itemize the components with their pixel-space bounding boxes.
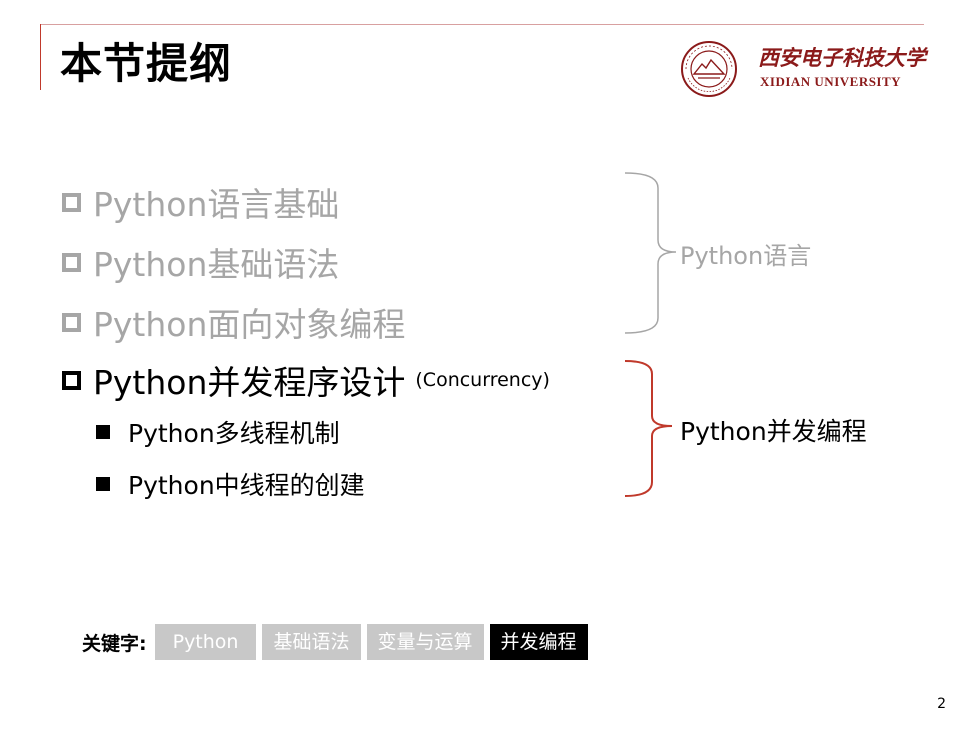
keywords-row: 关键字: Python 基础语法 变量与运算 并发编程 [82, 624, 594, 660]
group-label-concurrency: Python并发编程 [680, 417, 867, 446]
keyword-tag-basic-syntax: 基础语法 [262, 624, 361, 660]
outline-item-python-basics: Python语言基础 [62, 178, 339, 226]
keyword-tag-variables-operations: 变量与运算 [366, 624, 484, 660]
filled-square-bullet-icon [96, 477, 110, 491]
slide-title: 本节提纲 [60, 39, 233, 88]
outline-item-label: Python并发程序设计 [93, 363, 406, 402]
university-logo: 西安电子科技大学 XIDIAN UNIVERSITY [674, 30, 926, 102]
university-seal-icon [681, 41, 737, 97]
subitem-label: Python多线程机制 [128, 419, 340, 448]
outline-item-note: (Concurrency) [415, 369, 550, 391]
header-top-rule [40, 24, 924, 25]
outline-item-label: Python面向对象编程 [93, 305, 406, 344]
header-left-accent [40, 24, 41, 90]
keyword-tag-concurrency: 并发编程 [489, 624, 588, 660]
outline-item-label: Python基础语法 [93, 245, 340, 284]
page-number: 2 [937, 696, 946, 712]
university-name-cn: 西安电子科技大学 [758, 45, 926, 70]
keyword-tag-python: Python [154, 624, 257, 660]
outline-item-python-concurrency: Python并发程序设计 (Concurrency) [62, 356, 550, 404]
subitem-thread-creation: Python中线程的创建 [96, 466, 365, 502]
subitem-label: Python中线程的创建 [128, 471, 365, 500]
hollow-square-bullet-icon [62, 192, 81, 212]
keywords-title: 关键字: [82, 632, 147, 655]
subitem-multithreading: Python多线程机制 [96, 414, 340, 450]
outline-item-label: Python语言基础 [93, 185, 340, 224]
filled-square-bullet-icon [96, 425, 110, 439]
hollow-square-bullet-icon [62, 312, 81, 332]
outline-item-python-syntax: Python基础语法 [62, 238, 339, 286]
hollow-square-bullet-icon [62, 370, 81, 390]
brace-language-group [624, 172, 677, 334]
brace-concurrency-group [624, 360, 673, 497]
group-label-language: Python语言 [680, 242, 812, 270]
outline-item-python-oop: Python面向对象编程 [62, 298, 405, 346]
hollow-square-bullet-icon [62, 252, 81, 272]
university-name-en: XIDIAN UNIVERSITY [760, 74, 902, 89]
